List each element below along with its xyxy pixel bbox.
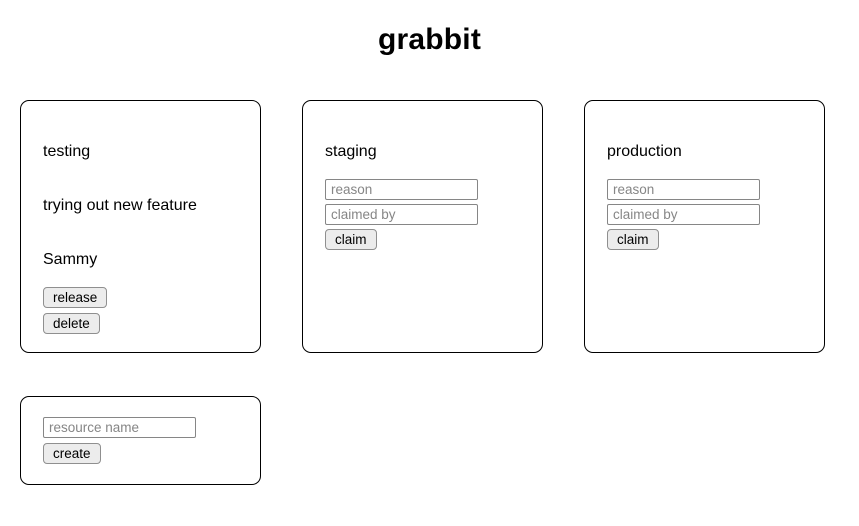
claim-reason-text: trying out new feature [43, 197, 197, 214]
page-title: grabbit [377, 23, 482, 56]
reason-input[interactable] [607, 179, 760, 200]
claim-form: claim [325, 179, 520, 250]
claimed-actions: release delete [43, 287, 238, 334]
delete-button[interactable]: delete [43, 313, 100, 334]
resource-name: staging [325, 143, 377, 160]
resource-card-testing: testing trying out new feature Sammy rel… [20, 100, 261, 353]
claimed-by-input[interactable] [607, 204, 760, 225]
claimed-by-text: Sammy [43, 251, 98, 268]
claim-button[interactable]: claim [607, 229, 659, 250]
resource-name-input[interactable] [43, 417, 196, 438]
resource-name: production [607, 143, 682, 160]
claimed-by-input[interactable] [325, 204, 478, 225]
resource-cards-row: testing trying out new feature Sammy rel… [20, 100, 859, 353]
resource-card-production: production claim [584, 100, 825, 353]
create-resource-card: create [20, 396, 261, 485]
claim-button[interactable]: claim [325, 229, 377, 250]
create-button[interactable]: create [43, 443, 101, 464]
reason-input[interactable] [325, 179, 478, 200]
claim-form: claim [607, 179, 802, 250]
create-resource-row: create [20, 396, 859, 485]
release-button[interactable]: release [43, 287, 108, 308]
resource-card-staging: staging claim [302, 100, 543, 353]
resource-name: testing [43, 143, 91, 160]
